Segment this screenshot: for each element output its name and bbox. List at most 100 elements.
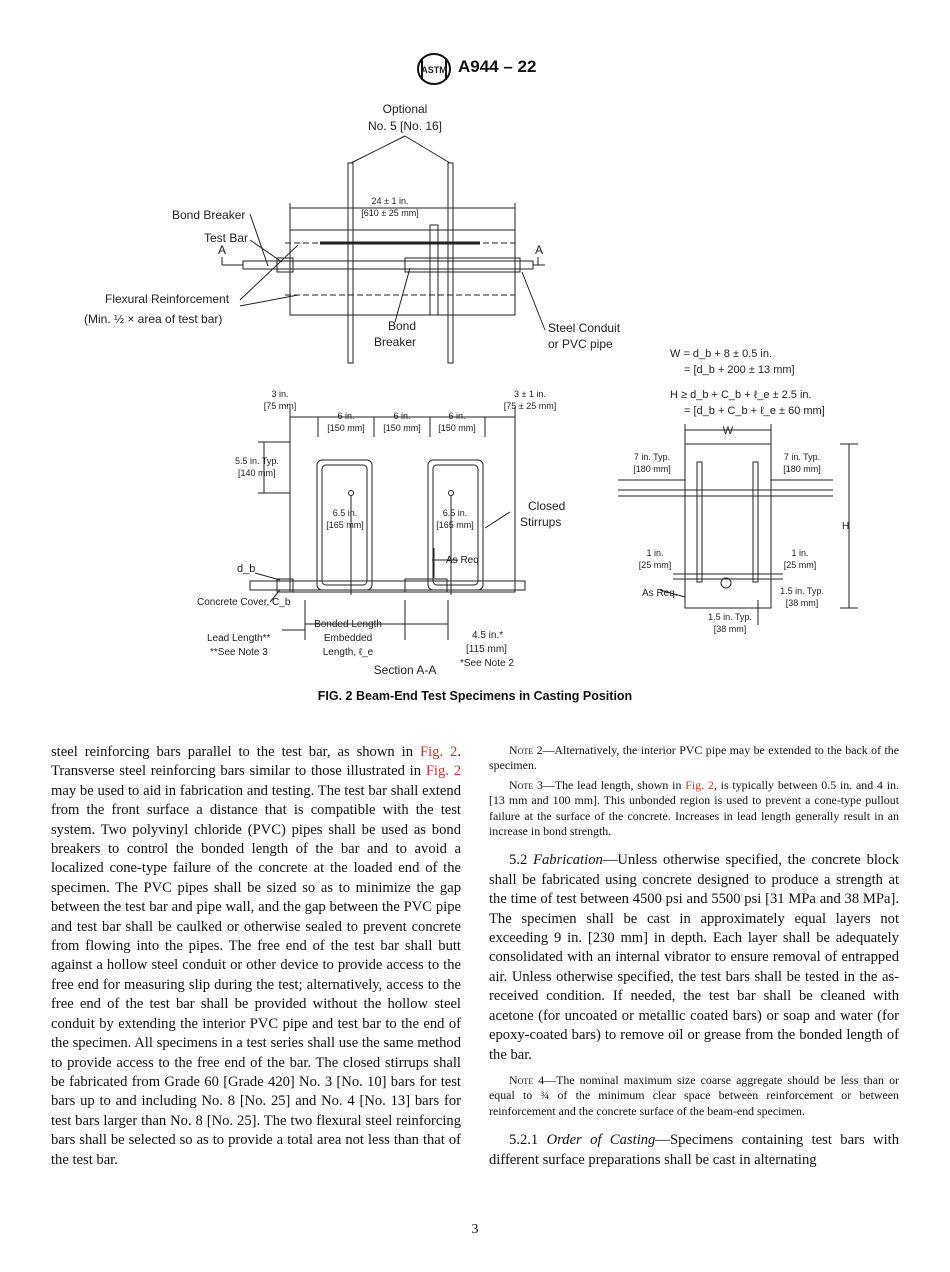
bonded-length-3: Length, ℓ_e bbox=[323, 647, 374, 658]
bond-breaker-label: Bond Breaker bbox=[172, 208, 245, 222]
section-title: Order of Casting bbox=[546, 1132, 656, 1149]
figure-reference-link[interactable]: Fig. 2 bbox=[685, 777, 714, 792]
right-column: Note 2—Alternatively, the interior PVC p… bbox=[489, 743, 899, 1170]
note-3: Note 3—The lead length, shown in Fig. 2,… bbox=[489, 778, 899, 840]
flexural-label-1: Flexural Reinforcement bbox=[105, 292, 230, 306]
section-text: —Specimens containing test bars with dif… bbox=[489, 1132, 899, 1168]
dim-24-label-2: [610 ± 25 mm] bbox=[361, 208, 418, 218]
dim-3-2: [75 mm] bbox=[264, 401, 297, 411]
dim-6c-2: [150 mm] bbox=[438, 423, 476, 433]
dim-1r-1: 1 in. bbox=[791, 548, 808, 558]
section-number: 5.2.1 bbox=[509, 1132, 547, 1149]
dim-15r-1: 1.5 in. Typ. bbox=[780, 586, 824, 596]
dim-7l-1: 7 in. Typ. bbox=[634, 452, 670, 462]
optional-bar-left bbox=[347, 162, 354, 364]
text-run: may be used to aid in fabrication and te… bbox=[51, 782, 461, 1168]
dim-65a-2: [165 mm] bbox=[326, 520, 364, 530]
dim-24-label-1: 24 ± 1 in. bbox=[372, 196, 409, 206]
lead-length-1: Lead Length** bbox=[207, 633, 271, 644]
page-number: 3 bbox=[471, 1222, 479, 1237]
document-designation: A944 – 22 bbox=[458, 57, 537, 76]
test-bar-plan bbox=[242, 260, 534, 270]
steel-conduit-2: or PVC pipe bbox=[548, 337, 613, 351]
note-label: Note 4 bbox=[509, 1072, 545, 1087]
dim-6b-2: [150 mm] bbox=[383, 423, 421, 433]
end-view-block bbox=[684, 443, 772, 609]
dim-1l-1: 1 in. bbox=[646, 548, 663, 558]
section-aa-label: Section A-A bbox=[374, 663, 437, 677]
section-5-2: 5.2 Fabrication—Unless otherwise specifi… bbox=[489, 851, 899, 1064]
dim-1l-2: [25 mm] bbox=[639, 560, 672, 570]
bond-breaker-mid-2: Breaker bbox=[374, 335, 416, 349]
optional-label-1: Optional bbox=[383, 102, 428, 116]
svg-text:ASTM: ASTM bbox=[421, 65, 447, 75]
as-req-left: As Req bbox=[446, 555, 479, 566]
astm-logo: ASTM bbox=[417, 53, 451, 85]
dim-15b-2: [38 mm] bbox=[714, 624, 747, 634]
closed-stirrups-2: Stirrups bbox=[520, 515, 561, 529]
section-number: 5.2 bbox=[509, 852, 534, 869]
dim-6a-2: [150 mm] bbox=[327, 423, 365, 433]
figure-reference-link[interactable]: Fig. 2 bbox=[425, 763, 462, 780]
section-5-2-1: 5.2.1 Order of Casting—Specimens contain… bbox=[489, 1131, 899, 1170]
dim-45-3: *See Note 2 bbox=[460, 658, 514, 669]
lead-length-2: **See Note 3 bbox=[210, 647, 268, 658]
test-bar-section bbox=[249, 580, 526, 591]
dim-3pm-2: [75 ± 25 mm] bbox=[504, 401, 556, 411]
w-formula-1: W = d_b + 8 ± 0.5 in. bbox=[670, 348, 772, 360]
dim-3pm-1: 3 ± 1 in. bbox=[514, 389, 546, 399]
dim-3-1: 3 in. bbox=[271, 389, 288, 399]
w-label: W bbox=[723, 425, 734, 437]
note-text: —Alternatively, the interior PVC pipe ma… bbox=[489, 743, 900, 773]
optional-label-2: No. 5 [No. 16] bbox=[368, 119, 442, 133]
h-formula-2: = [d_b + C_b + ℓ_e ± 60 mm] bbox=[684, 405, 825, 417]
dim-55-1: 5.5 in. Typ. bbox=[235, 456, 279, 466]
section-concrete-block bbox=[289, 416, 516, 593]
dim-55-2: [140 mm] bbox=[238, 468, 276, 478]
w-formula-2: = [d_b + 200 ± 13 mm] bbox=[684, 364, 795, 376]
note-text: —The lead length, shown in bbox=[542, 777, 686, 792]
figure-2-diagram: Optional No. 5 [No. 16] 24 ± 1 in. [610 … bbox=[84, 102, 858, 677]
dim-7r-1: 7 in. Typ. bbox=[784, 452, 820, 462]
dim-65b-1: 6.5 in. bbox=[443, 508, 468, 518]
note-4: Note 4—The nominal maximum size coarse a… bbox=[489, 1073, 899, 1119]
section-title: Fabrication bbox=[533, 852, 603, 869]
dim-6c-1: 6 in. bbox=[448, 411, 465, 421]
h-formula-1: H ≥ d_b + C_b + ℓ_e ± 2.5 in. bbox=[670, 389, 812, 401]
steel-conduit-1: Steel Conduit bbox=[548, 321, 621, 335]
dim-45-1: 4.5 in.* bbox=[472, 630, 503, 641]
note-text: , is typically between 0.5 in. and 4 in.… bbox=[489, 777, 899, 839]
as-req-right: As Req. bbox=[642, 588, 678, 599]
dim-65a-1: 6.5 in. bbox=[333, 508, 358, 518]
paragraph-fabrication-continued: steel reinforcing bars parallel to the t… bbox=[51, 743, 461, 1170]
section-a-left: A bbox=[218, 243, 226, 257]
dim-1r-2: [25 mm] bbox=[784, 560, 817, 570]
left-column: steel reinforcing bars parallel to the t… bbox=[51, 743, 461, 1170]
dim-6b-1: 6 in. bbox=[393, 411, 410, 421]
dim-7l-2: [180 mm] bbox=[633, 464, 671, 474]
figure-caption: FIG. 2 Beam-End Test Specimens in Castin… bbox=[317, 689, 633, 703]
h-label: H bbox=[842, 521, 849, 532]
dim-7r-2: [180 mm] bbox=[783, 464, 821, 474]
section-a-right: A bbox=[535, 243, 543, 257]
db-label: d_b bbox=[237, 563, 255, 575]
section-text: —Unless otherwise specified, the concret… bbox=[489, 852, 900, 1063]
closed-stirrups-1: Closed bbox=[528, 499, 565, 513]
bonded-length-1: Bonded Length bbox=[314, 619, 382, 630]
figure-reference-link[interactable]: Fig. 2 bbox=[419, 744, 458, 760]
dim-15r-2: [38 mm] bbox=[786, 598, 819, 608]
text-run: . Transverse steel reinforcing bars simi… bbox=[51, 744, 461, 780]
dim-6a-1: 6 in. bbox=[337, 411, 354, 421]
note-2: Note 2—Alternatively, the interior PVC p… bbox=[489, 743, 899, 774]
small-breaker-plan bbox=[429, 224, 439, 316]
bond-breaker-mid-1: Bond bbox=[388, 319, 416, 333]
test-bar-label: Test Bar bbox=[204, 231, 248, 245]
optional-bar-right bbox=[447, 162, 454, 364]
concrete-cover: Concrete Cover, C_b bbox=[197, 597, 291, 608]
flexural-label-2: (Min. ½ × area of test bar) bbox=[84, 312, 222, 326]
text-run: steel reinforcing bars parallel to the t… bbox=[51, 744, 420, 760]
bond-breaker-plan-right bbox=[404, 257, 521, 273]
note-text: —The nominal maximum size coarse aggrega… bbox=[489, 1072, 899, 1118]
note-label: Note 3 bbox=[509, 777, 543, 792]
dim-15b-1: 1.5 in. Typ. bbox=[708, 612, 752, 622]
